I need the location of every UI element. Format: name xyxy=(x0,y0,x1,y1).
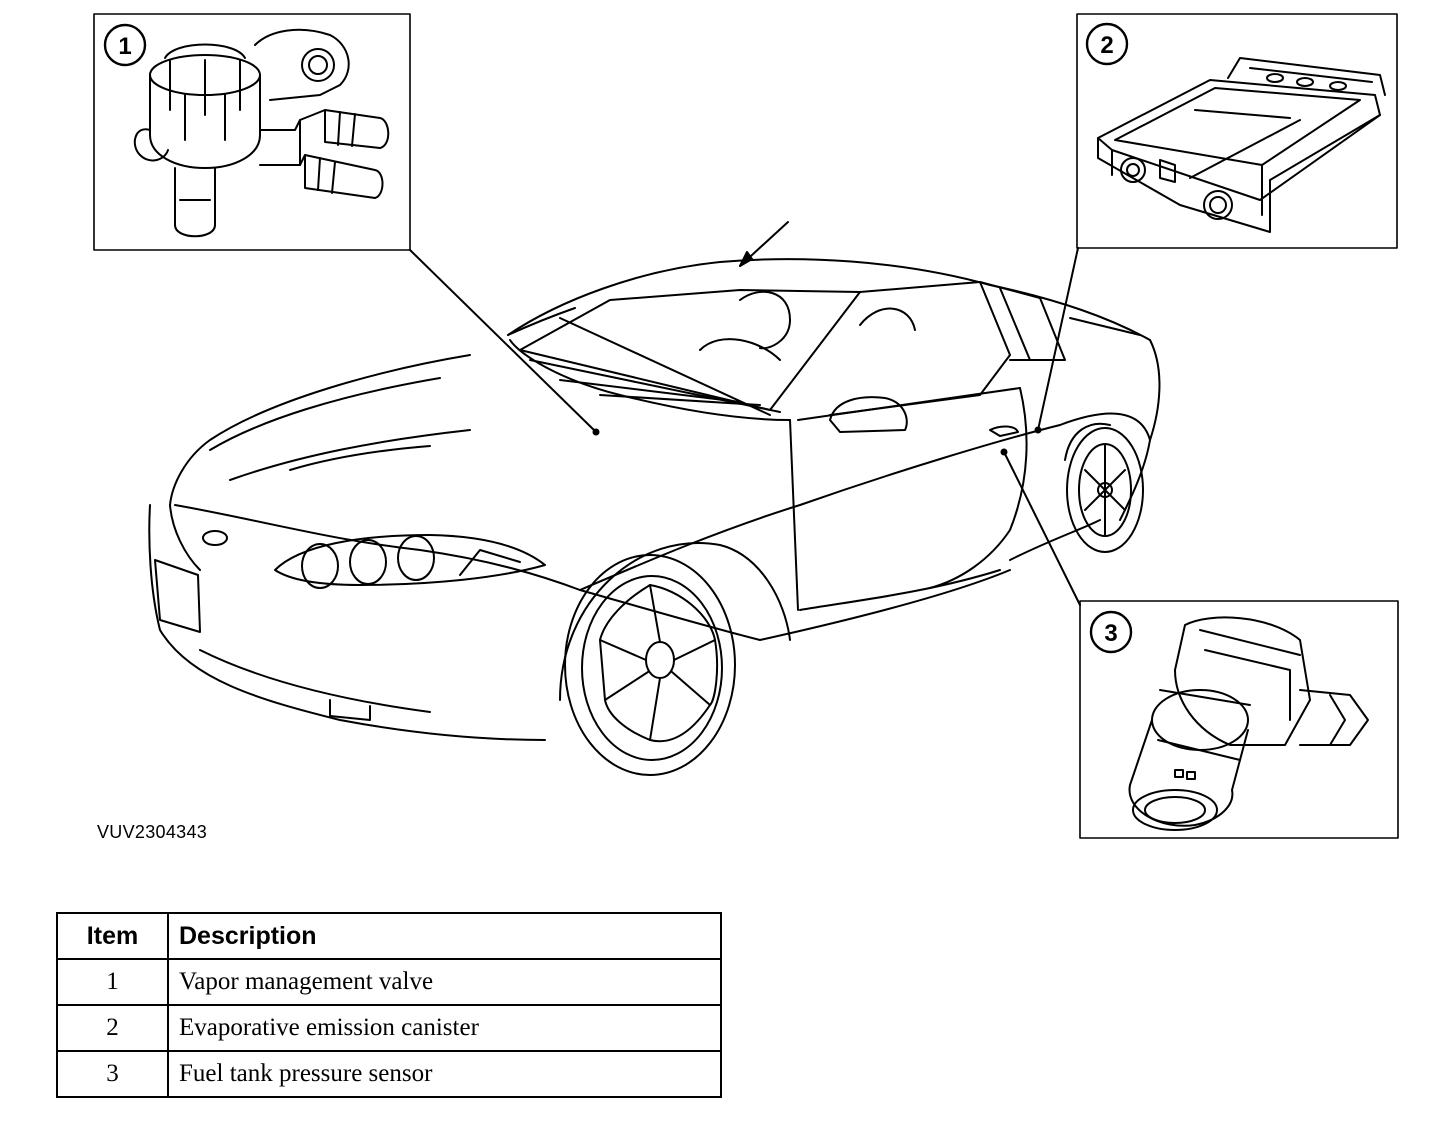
callout-box-2: 2 xyxy=(1076,13,1398,249)
legend-header-item: Item xyxy=(56,912,169,960)
legend-item-number: 1 xyxy=(56,958,169,1006)
callout-box-1: 1 xyxy=(93,13,411,251)
component-location-diagram: 1 2 xyxy=(93,13,1399,839)
table-row: 1 Vapor management valve xyxy=(56,958,722,1006)
legend-item-number: 2 xyxy=(56,1004,169,1052)
table-row: 3 Fuel tank pressure sensor xyxy=(56,1050,722,1098)
legend-table: Item Description 1 Vapor management valv… xyxy=(56,912,722,1098)
legend-header-description: Description xyxy=(167,912,722,960)
fuel-tank-pressure-sensor-drawing xyxy=(1128,616,1369,831)
evaporative-canister-drawing xyxy=(1097,57,1386,233)
legend-item-description: Evaporative emission canister xyxy=(167,1004,722,1052)
car-illustration xyxy=(148,258,1161,776)
legend-item-description: Vapor management valve xyxy=(167,958,722,1006)
legend-item-description: Fuel tank pressure sensor xyxy=(167,1050,722,1098)
callout-number-1: 1 xyxy=(118,33,131,60)
vapor-management-valve-drawing xyxy=(133,28,390,238)
callout-number-2: 2 xyxy=(1100,32,1113,59)
figure-code: VUV2304343 xyxy=(97,822,208,842)
legend-header-row: Item Description xyxy=(56,912,722,960)
callout-box-3: 3 xyxy=(1079,600,1399,839)
legend-item-number: 3 xyxy=(56,1050,169,1098)
table-row: 2 Evaporative emission canister xyxy=(56,1004,722,1052)
leader-lines xyxy=(409,221,1081,606)
callout-number-3: 3 xyxy=(1104,620,1117,647)
